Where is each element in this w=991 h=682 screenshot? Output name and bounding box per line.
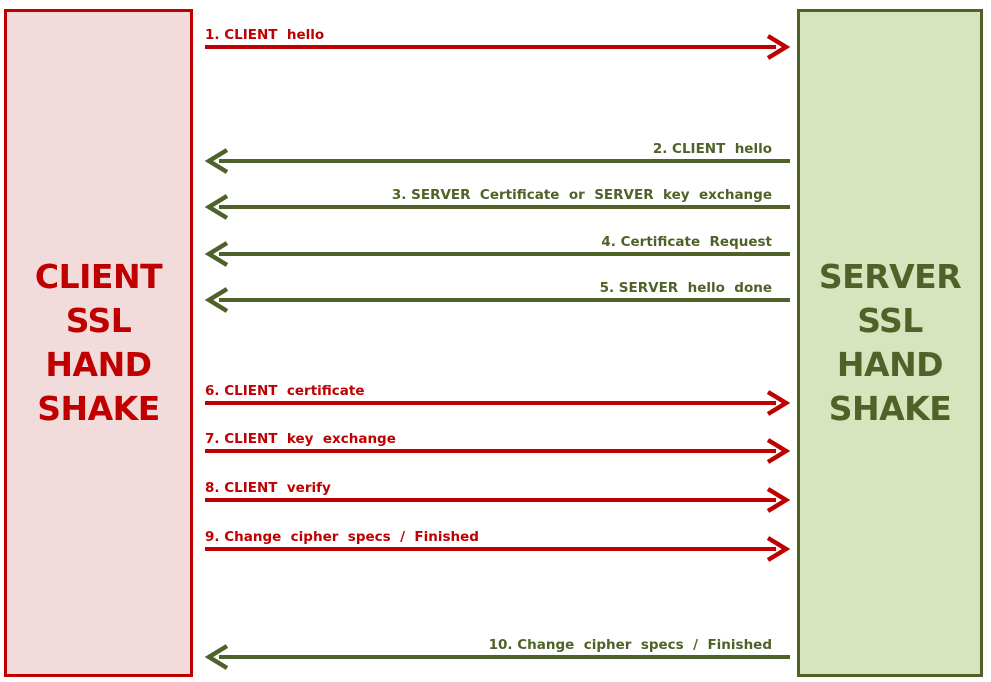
message-arrow-7: 7. CLIENT key exchange — [205, 431, 791, 464]
client-ssl-handshake-box: CLIENT SSL HAND SHAKE — [4, 9, 193, 677]
arrow-head-left — [204, 241, 229, 267]
server-title-line: HAND — [836, 345, 944, 384]
arrow-head-left — [204, 287, 229, 313]
server-ssl-handshake-box: SERVER SSL HAND SHAKE — [797, 9, 983, 677]
message-label: 10. Change cipher specs / Finished — [489, 637, 772, 653]
server-title-line: SSL — [857, 301, 923, 340]
arrow-head-left — [204, 194, 229, 220]
message-arrow-5: 5. SERVER hello done — [204, 280, 790, 313]
message-label: 3. SERVER Certificate or SERVER key exch… — [392, 187, 772, 203]
arrow-head-left — [204, 644, 229, 670]
server-box-title: SERVER SSL HAND SHAKE — [818, 255, 962, 431]
message-arrow-1: 1. CLIENT hello — [205, 27, 791, 60]
message-label: 4. Certificate Request — [601, 234, 772, 250]
message-label: 2. CLIENT hello — [653, 141, 772, 157]
message-arrow-9: 9. Change cipher specs / Finished — [205, 529, 791, 562]
arrow-head-right — [766, 34, 791, 60]
server-title-line: SHAKE — [828, 389, 952, 428]
message-arrow-4: 4. Certificate Request — [204, 234, 790, 267]
client-title-line: SHAKE — [37, 389, 160, 428]
arrow-head-right — [766, 438, 791, 464]
client-title-line: CLIENT — [34, 257, 163, 296]
arrow-head-right — [766, 390, 791, 416]
message-arrow-8: 8. CLIENT verify — [205, 480, 791, 513]
message-arrow-10: 10. Change cipher specs / Finished — [204, 637, 790, 670]
client-box-title: CLIENT SSL HAND SHAKE — [34, 255, 163, 431]
client-title-line: HAND — [45, 345, 152, 384]
message-arrow-3: 3. SERVER Certificate or SERVER key exch… — [204, 187, 790, 220]
message-arrow-2: 2. CLIENT hello — [204, 141, 790, 174]
arrow-head-left — [204, 148, 229, 174]
message-label: 5. SERVER hello done — [600, 280, 772, 296]
client-title-line: SSL — [65, 301, 132, 340]
server-title-line: SERVER — [818, 257, 962, 296]
message-arrow-6: 6. CLIENT certificate — [205, 383, 791, 416]
message-label: 1. CLIENT hello — [205, 27, 324, 43]
message-label: 7. CLIENT key exchange — [205, 431, 396, 447]
arrow-head-right — [766, 487, 791, 513]
arrow-head-right — [766, 536, 791, 562]
message-label: 9. Change cipher specs / Finished — [205, 529, 479, 545]
message-label: 6. CLIENT certificate — [205, 383, 365, 399]
message-label: 8. CLIENT verify — [205, 480, 331, 496]
